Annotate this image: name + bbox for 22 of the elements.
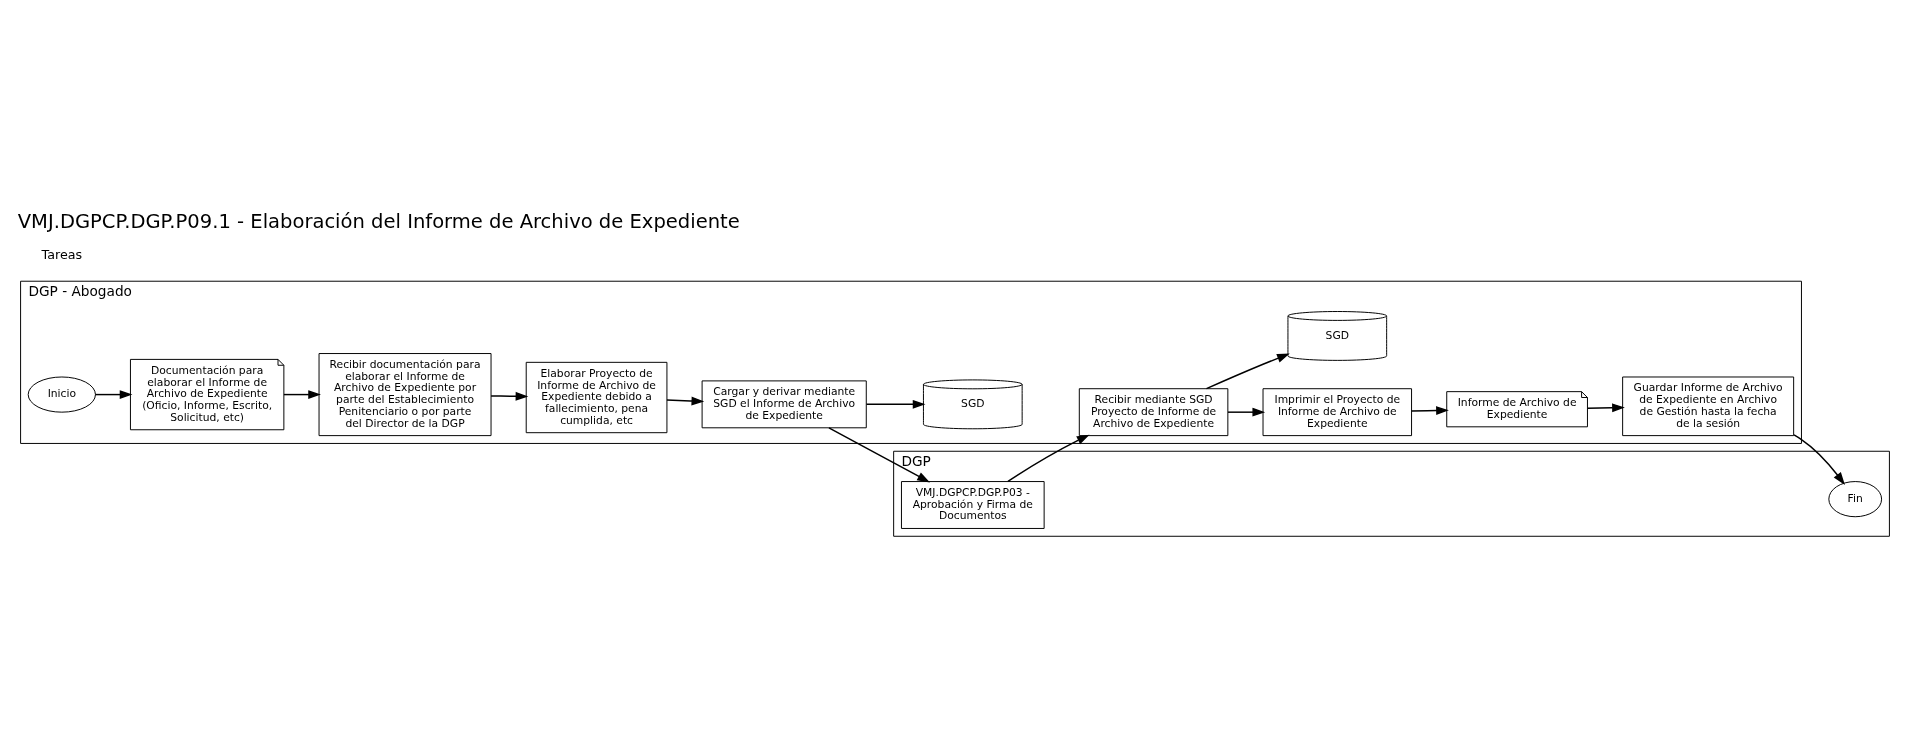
node-box: Elaborar Proyecto de Informe de Archivo de Expediente debido a fallecimiento, pena cumplida, etc (525, 361, 668, 433)
arrow (666, 396, 705, 405)
label: Tareas (41, 246, 83, 262)
arrow (490, 391, 529, 401)
node-box: Recibir mediante SGD Proyecto de Informe de Archivo de Expediente (1078, 387, 1229, 436)
arrow (1205, 353, 1290, 389)
arrow (1410, 405, 1449, 415)
arrow (828, 426, 930, 482)
diagram-title: VMJ.DGPCP.DGP.P09.1 - Elaboración del Informe de Archivo de Expediente (17, 209, 740, 233)
node-box: VMJ.DGPCP.DGP.P03 - Aprobación y Firma de Documentos (900, 480, 1045, 529)
arrow (283, 389, 321, 399)
arrow (865, 399, 926, 409)
node-ellipse: Inicio (27, 376, 96, 413)
node-box: Cargar y derivar mediante SGD el Informe de Archivo de Expediente (701, 379, 867, 428)
node-box: Imprimir el Proyecto de Informe de Archivo de Expediente (1262, 387, 1413, 436)
arrow (94, 389, 133, 399)
arrow (1586, 402, 1625, 412)
arrow (1793, 433, 1845, 485)
node-box: Guardar Informe de Archivo de Expediente en Archivo de Gestión hasta la fecha de la sesión (1622, 376, 1795, 436)
node-box: Recibir documentación para elaborar el Informe de Archivo de Expediente por parte del Establecimiento Penitenciario o por parte del Director de la DGP (318, 352, 492, 436)
node-ellipse: Fin (1828, 480, 1883, 517)
arrow (1227, 407, 1266, 417)
